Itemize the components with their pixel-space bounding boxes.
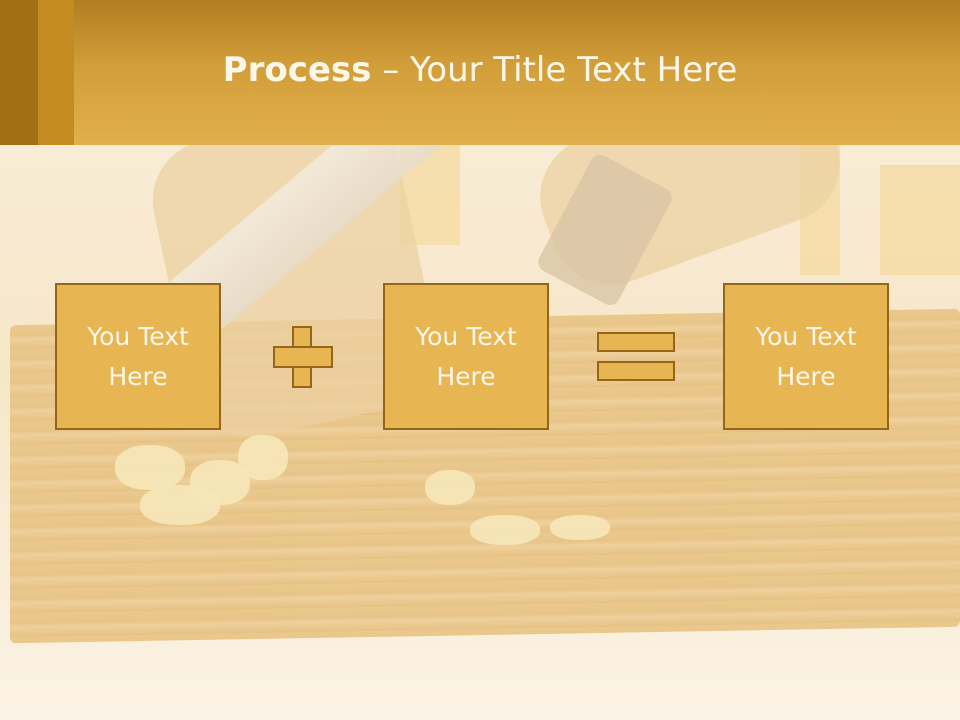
box-1-text: You Text Here xyxy=(87,321,189,391)
accent-stripe-dark xyxy=(0,0,38,145)
equals-top-bar xyxy=(597,332,675,352)
equation-box-3[interactable]: You Text Here xyxy=(723,283,889,430)
equation-box-2[interactable]: You Text Here xyxy=(383,283,549,430)
photo-cloth-stripe xyxy=(880,165,960,275)
equation-box-1[interactable]: You Text Here xyxy=(55,283,221,430)
background-photo xyxy=(0,145,960,720)
garlic-clove xyxy=(470,515,540,545)
accent-stripe-light xyxy=(38,0,74,145)
title-bar: Process – Your Title Text Here xyxy=(0,0,960,145)
garlic-clove xyxy=(238,435,288,480)
box-3-text: You Text Here xyxy=(755,321,857,391)
garlic-clove xyxy=(550,515,610,540)
title-text: Your Title Text Here xyxy=(410,50,738,90)
plus-center xyxy=(294,348,310,366)
garlic-clove xyxy=(425,470,475,505)
title-bold: Process xyxy=(222,50,372,90)
garlic-clove xyxy=(115,445,185,490)
title-separator: – xyxy=(371,50,411,90)
slide-title[interactable]: Process – Your Title Text Here xyxy=(74,50,886,90)
equals-bottom-bar xyxy=(597,361,675,381)
box-2-text: You Text Here xyxy=(415,321,517,391)
